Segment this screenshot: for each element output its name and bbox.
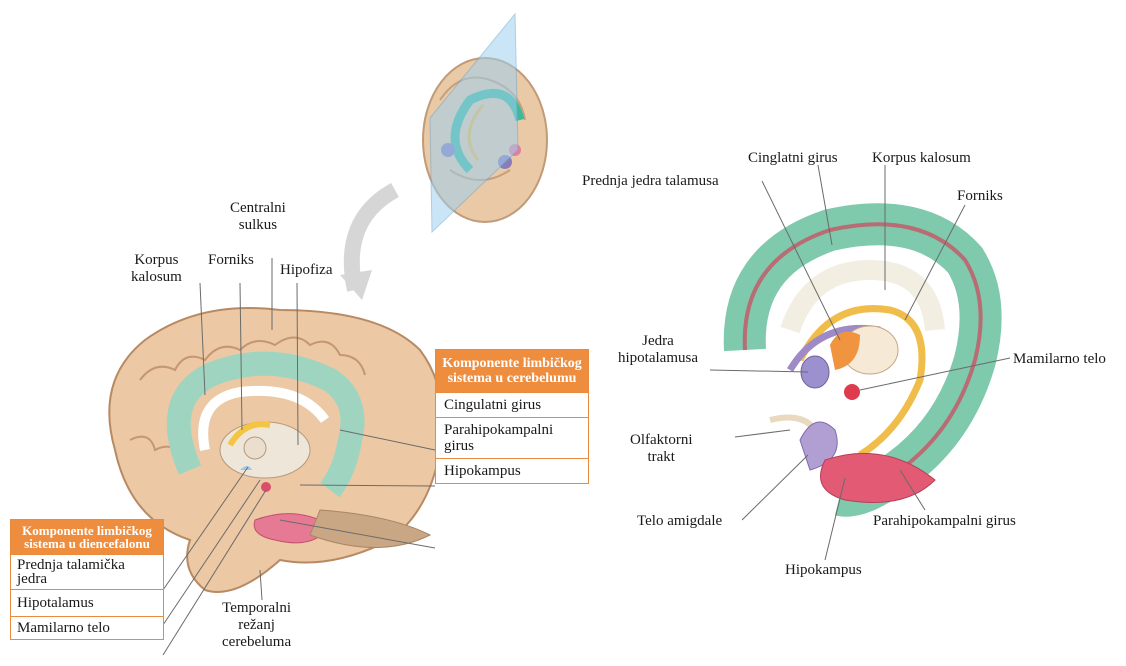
box-diencephalon-item: Mamilarno telo: [11, 616, 163, 639]
label-forniks-left: Forniks: [208, 252, 254, 269]
box-cerebellum-item: Cingulatni girus: [436, 392, 588, 417]
inset-brain: [423, 14, 547, 232]
label-olfaktorni-trakt: Olfaktorni trakt: [630, 432, 692, 466]
label-hipokampus: Hipokampus: [785, 562, 862, 579]
box-diencephalon-title: Komponente limbičkog sistema u diencefal…: [11, 520, 163, 554]
label-prednja-jedra-talamusa: Prednja jedra talamusa: [582, 173, 719, 190]
label-telo-amigdale: Telo amigdale: [637, 513, 722, 530]
label-centralni-sulkus-text: Centralni sulkus: [230, 200, 286, 233]
box-diencephalon: Komponente limbičkog sistema u diencefal…: [10, 519, 164, 640]
label-cinglatni-girus: Cinglatni girus: [748, 150, 838, 167]
label-jedra-hipotalamusa: Jedra hipotalamusa: [618, 333, 698, 367]
box-cerebellum-item: Parahipokampalni girus: [436, 417, 588, 458]
label-temporalni: Temporalni režanj cerebeluma: [222, 600, 291, 651]
label-korpus-kalosum-right: Korpus kalosum: [872, 150, 971, 167]
label-hipofiza: Hipofiza: [280, 262, 332, 279]
label-forniks-right: Forniks: [957, 188, 1003, 205]
limbic-system-3d: [745, 224, 981, 502]
label-korpus-kalosum: Korpus kalosum: [131, 252, 182, 286]
label-centralni-sulkus: Centralni sulkus: [230, 200, 286, 234]
label-parahipokampalni-girus: Parahipokampalni girus: [873, 513, 1016, 530]
box-cerebellum-item: Hipokampus: [436, 458, 588, 483]
label-temporalni-text: Temporalni režanj cerebeluma: [222, 600, 291, 650]
transition-arrowhead: [340, 270, 372, 300]
label-mamilarno-telo: Mamilarno telo: [1013, 351, 1106, 368]
label-olfaktorni-trakt-text: Olfaktorni trakt: [630, 432, 692, 465]
label-korpus-kalosum-text: Korpus kalosum: [131, 252, 182, 285]
box-diencephalon-item: Hipotalamus: [11, 589, 163, 616]
box-diencephalon-item: Prednja talamička jedra: [11, 554, 163, 589]
box-cerebellum-title: Komponente limbičkog sistema u cerebelum…: [436, 350, 588, 392]
box-cerebellum: Komponente limbičkog sistema u cerebelum…: [435, 349, 589, 484]
label-jedra-hipotalamusa-text: Jedra hipotalamusa: [618, 333, 698, 366]
